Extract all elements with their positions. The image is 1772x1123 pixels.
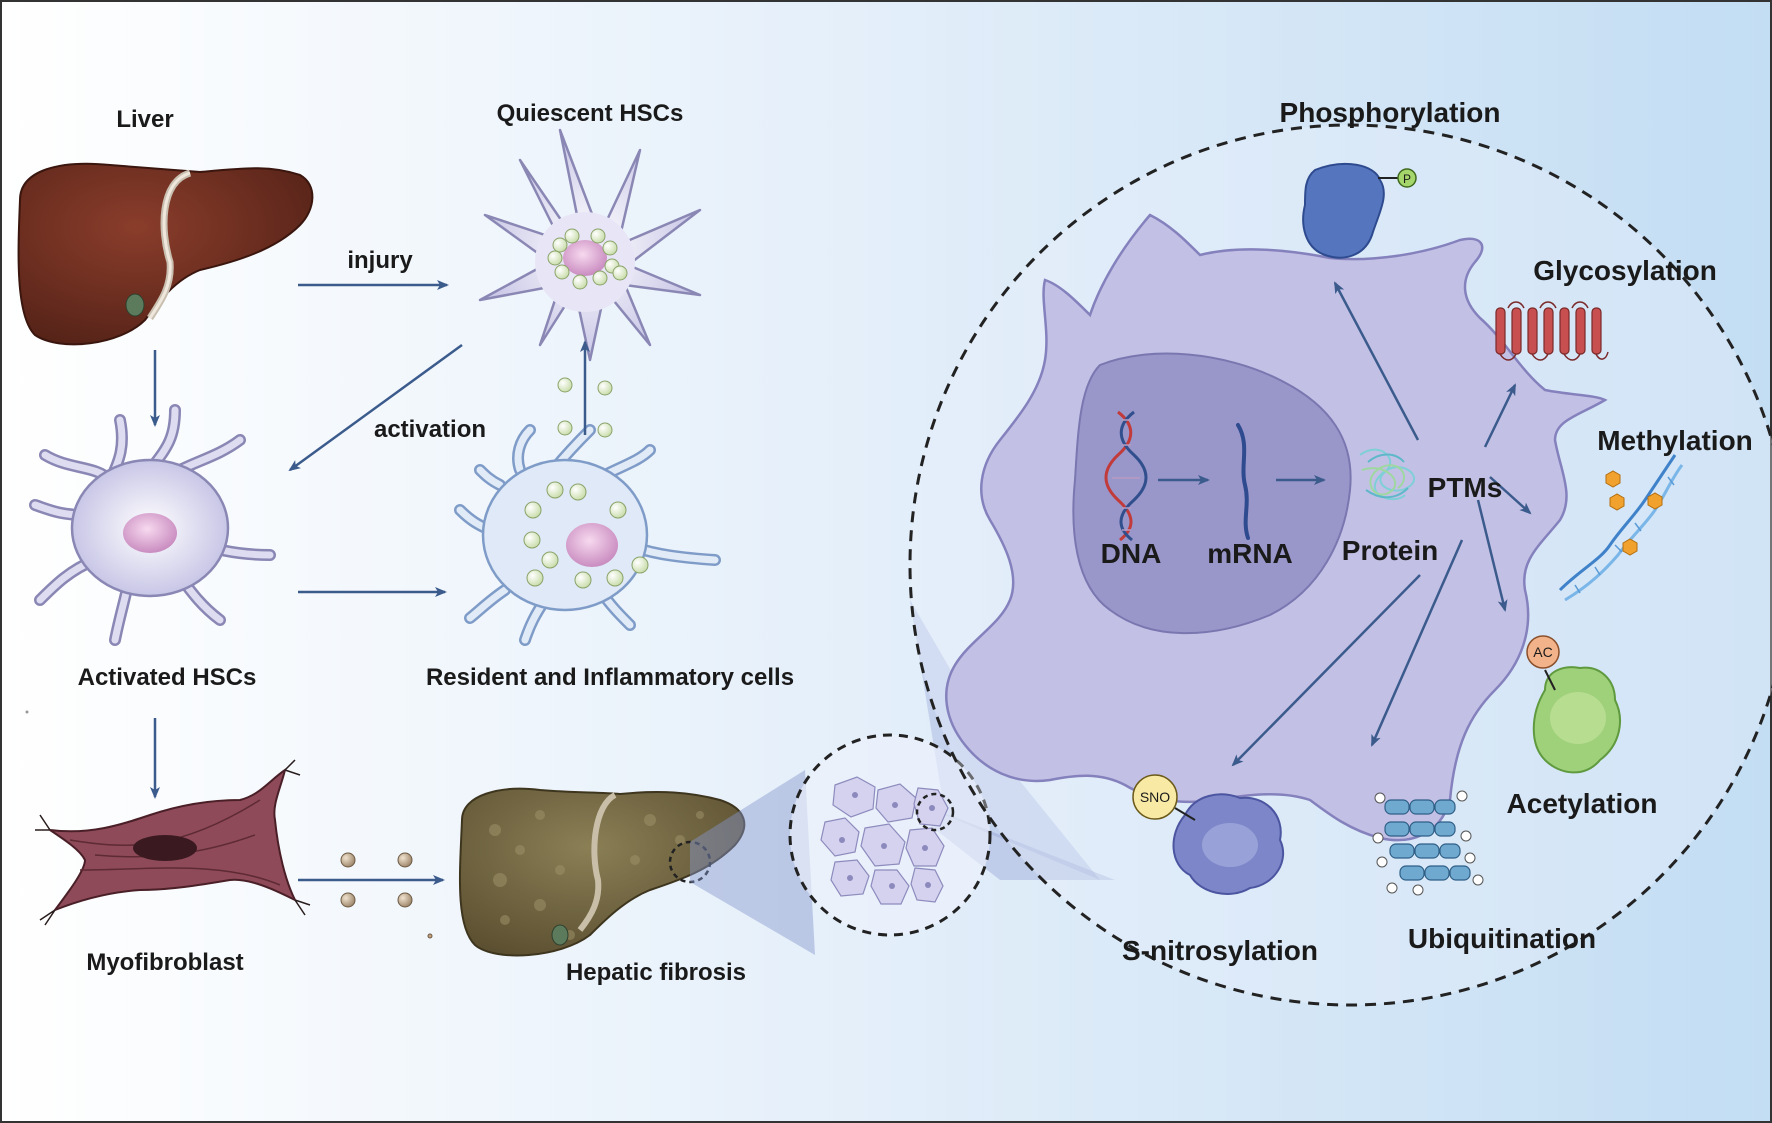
- zoom-wedge-small: [690, 770, 815, 955]
- speck: [25, 710, 29, 714]
- glycosylation-label: Glycosylation: [1533, 255, 1717, 286]
- ubiquitination-label: Ubiquitination: [1408, 923, 1596, 954]
- s-nitrosylated-protein-icon: SNO: [1132, 774, 1285, 895]
- acetylation-label: Acetylation: [1507, 788, 1658, 819]
- mrna-label: mRNA: [1207, 538, 1293, 569]
- injury-label: injury: [347, 247, 413, 274]
- mrna-strand-icon: [1236, 423, 1250, 540]
- ptm-arrows: [1231, 281, 1532, 767]
- activated-hsc-label: Activated HSCs: [78, 664, 257, 691]
- glycosylated-protein-icon: [1495, 301, 1609, 361]
- myofibroblast-label: Myofibroblast: [86, 949, 243, 976]
- pathway-arrows: [150, 280, 590, 885]
- protein-label: Protein: [1342, 535, 1438, 566]
- ubiquitinated-protein-icon: [1372, 790, 1484, 896]
- fibrotic-liver: [458, 787, 746, 957]
- activated-hsc-cell: [29, 404, 276, 646]
- ac-tag: AC: [1533, 644, 1552, 660]
- healthy-liver: [17, 162, 314, 346]
- quiescent-hsc-label: Quiescent HSCs: [497, 100, 684, 127]
- s-nitrosylation-label: S-nitrosylation: [1122, 935, 1318, 966]
- cytokine-beads: [557, 377, 613, 438]
- methylation-label: Methylation: [1597, 425, 1753, 456]
- liver-label: Liver: [116, 106, 173, 133]
- hepatic-fibrosis-label: Hepatic fibrosis: [566, 959, 746, 986]
- activation-label: activation: [374, 416, 486, 443]
- myofibroblast-cell: [35, 759, 311, 926]
- nucleus: [1072, 352, 1352, 635]
- acetylated-protein-icon: AC: [1526, 635, 1621, 774]
- phospho-tag: P: [1403, 172, 1411, 186]
- dna-helix-icon: [1104, 410, 1148, 542]
- quiescent-hsc-cell: [478, 128, 702, 362]
- dna-label: DNA: [1101, 538, 1162, 569]
- resident-inflammatory-label: Resident and Inflammatory cells: [426, 664, 794, 691]
- cell-zoom-circle-outline: [908, 123, 1772, 1007]
- resident-inflammatory-cell: [454, 424, 721, 646]
- sno-tag: SNO: [1140, 789, 1170, 805]
- phosphorylated-protein-icon: P: [1302, 162, 1417, 259]
- methylated-dna-icon: [1558, 454, 1684, 602]
- liver-tissue-zoom: [788, 733, 992, 937]
- ecm-beads: [340, 852, 433, 939]
- ptms-label: PTMs: [1428, 472, 1503, 503]
- phosphorylation-label: Phosphorylation: [1280, 97, 1501, 128]
- protein-icon: [1359, 448, 1416, 501]
